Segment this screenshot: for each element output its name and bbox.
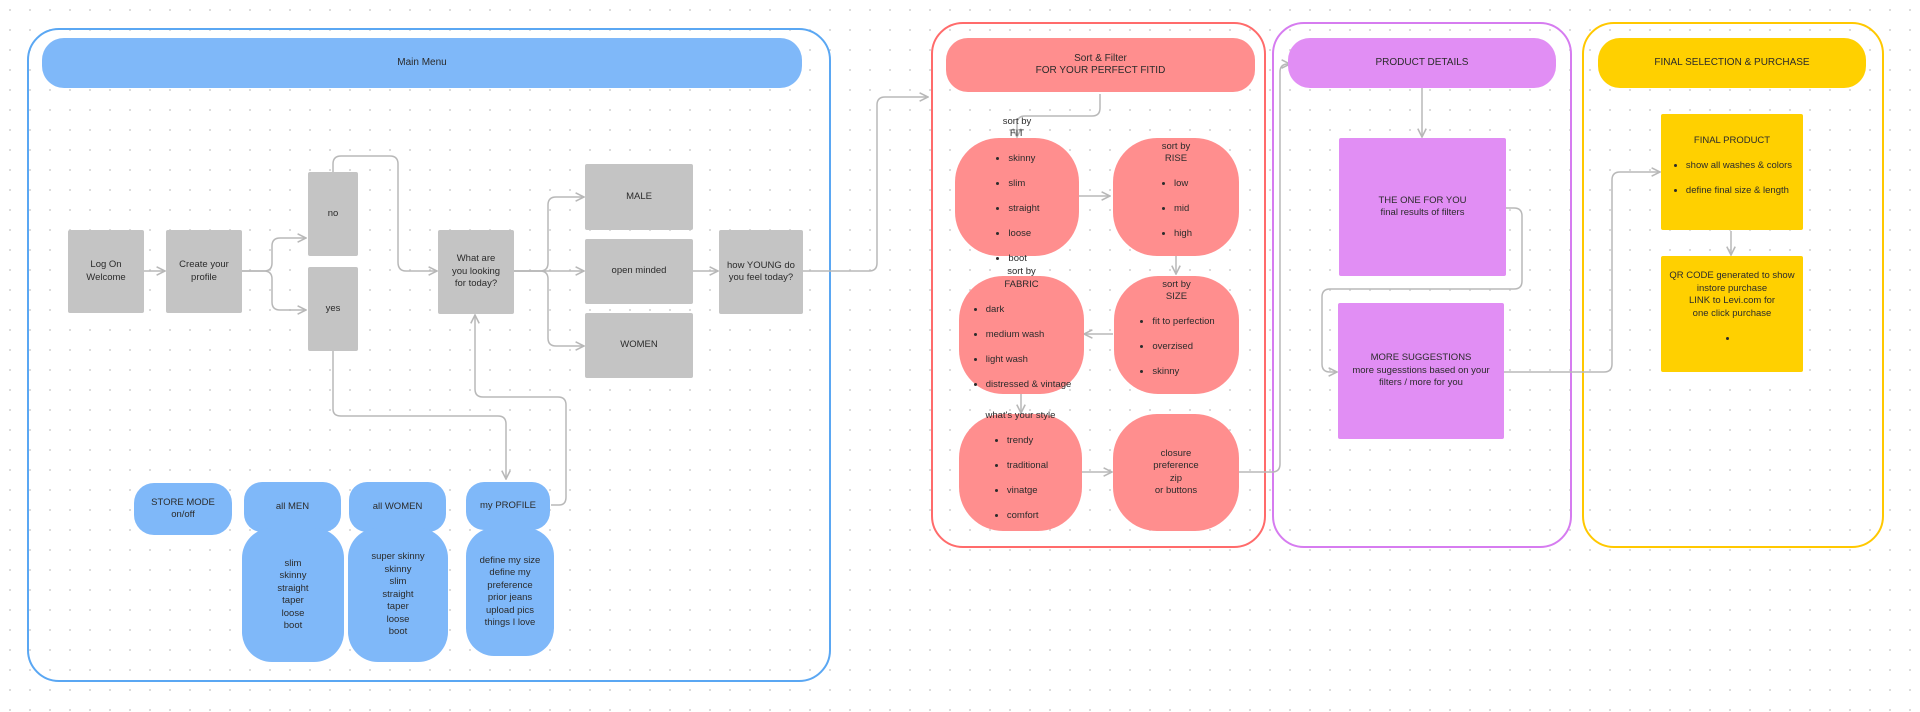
list-item: straight — [1008, 203, 1039, 216]
list-item: define my — [489, 567, 531, 578]
final-product-node[interactable]: FINAL PRODUCT show all washes & colors d… — [1661, 114, 1803, 230]
how-young-node[interactable]: how YOUNG do you feel today? — [719, 230, 803, 314]
product-details-header: PRODUCT DETAILS — [1288, 38, 1556, 88]
list-item: comfort — [1007, 510, 1048, 523]
list-item: taper — [282, 595, 304, 606]
main-menu-frame — [27, 28, 831, 682]
qr-line: LINK to Levi.com for — [1688, 295, 1776, 307]
list-item: loose — [281, 607, 305, 619]
list-item: dark — [986, 304, 1072, 317]
more-suggestions-node[interactable]: MORE SUGGESTIONS more sugesstions based … — [1338, 303, 1504, 439]
closure-node[interactable]: closure preference zip or buttons — [1113, 414, 1239, 531]
sort-by-rise-title: sort by RISE — [1161, 140, 1191, 165]
list-item: high — [1174, 228, 1192, 241]
store-mode-node[interactable]: STORE MODE on/off — [134, 483, 232, 535]
open-minded-node[interactable]: open minded — [585, 239, 693, 304]
list-item: traditional — [1007, 460, 1048, 473]
final-product-title: FINAL PRODUCT — [1693, 134, 1771, 146]
create-profile-node[interactable]: Create your profile — [166, 230, 242, 313]
all-men-list: slim skinny straight taper loose boot — [242, 528, 344, 662]
my-profile-header[interactable]: my PROFILE — [466, 482, 550, 530]
women-node[interactable]: WOMEN — [585, 313, 693, 378]
list-item: overzised — [1152, 341, 1214, 354]
log-on-welcome-node[interactable]: Log On Welcome — [68, 230, 144, 313]
list-item: prior jeans — [487, 592, 533, 603]
style-node[interactable]: what's your style trendy traditional vin… — [959, 410, 1082, 531]
sort-by-size-node[interactable]: sort by SIZE fit to perfection overzised… — [1114, 276, 1239, 394]
list-item: slim — [284, 557, 302, 569]
sort-by-rise-node[interactable]: sort by RISE low mid high — [1113, 138, 1239, 256]
list-item: skinny — [1152, 366, 1214, 379]
list-item: trendy — [1007, 435, 1048, 448]
list-item: boot — [388, 626, 408, 638]
list-item: boot — [283, 620, 303, 631]
list-item: preference — [487, 579, 533, 591]
list-item: define final size & length — [1686, 185, 1792, 198]
list-item: things I love — [484, 617, 536, 628]
list-item: low — [1174, 178, 1192, 191]
list-item: fit to perfection — [1152, 316, 1214, 329]
sort-by-fabric-title: sort by FABRIC — [1004, 266, 1039, 290]
final-selection-header: FINAL SELECTION & PURCHASE — [1598, 38, 1866, 88]
yes-node[interactable]: yes — [308, 267, 358, 351]
list-item: mid — [1174, 203, 1192, 216]
my-profile-list: define my size define my preference prio… — [466, 528, 554, 656]
looking-for-node[interactable]: What are you looking for today? — [438, 230, 514, 314]
style-title: what's your style — [985, 410, 1056, 421]
list-item: light wash — [986, 354, 1072, 367]
list-item: super skinny — [371, 551, 425, 563]
list-item: taper — [387, 601, 409, 613]
list-item: distressed & vintage — [986, 379, 1072, 392]
list-item: straight — [277, 582, 309, 594]
all-men-header[interactable]: all MEN — [244, 482, 341, 532]
qr-line: QR CODE generated to show — [1669, 270, 1795, 282]
sort-by-size-title: sort by SIZE — [1162, 278, 1191, 303]
no-node[interactable]: no — [308, 172, 358, 256]
sort-by-fabric-node[interactable]: sort by FABRIC dark medium wash light wa… — [959, 266, 1084, 394]
qr-code-node[interactable]: QR CODE generated to show instore purcha… — [1661, 256, 1803, 372]
all-women-list: super skinny skinny slim straight taper … — [348, 528, 448, 662]
qr-line: instore purchase — [1696, 282, 1768, 294]
list-item: boot — [1008, 253, 1039, 266]
all-women-header[interactable]: all WOMEN — [349, 482, 446, 532]
list-item: vinatge — [1007, 485, 1048, 498]
the-one-for-you-node[interactable]: THE ONE FOR YOU final results of filters — [1339, 138, 1506, 276]
list-item: slim — [1008, 178, 1039, 191]
list-item: skinny — [384, 563, 412, 575]
list-item: skinny — [1008, 153, 1039, 166]
sort-filter-header: Sort & Filter FOR YOUR PERFECT FITID — [946, 38, 1255, 92]
list-item: skinny — [279, 570, 307, 581]
list-item: medium wash — [986, 329, 1072, 342]
list-item: show all washes & colors — [1686, 160, 1792, 173]
list-item: loose — [1008, 228, 1039, 241]
list-item: loose — [386, 613, 410, 625]
qr-line: one click purchase — [1692, 307, 1772, 319]
main-menu-header: Main Menu — [42, 38, 802, 88]
list-item: slim — [389, 576, 407, 588]
sort-by-fit-node[interactable]: sort by FIT skinny slim straight loose b… — [955, 116, 1079, 264]
male-node[interactable]: MALE — [585, 164, 693, 230]
list-item: straight — [382, 588, 414, 600]
sort-by-fit-title: sort by FIT — [1002, 115, 1032, 140]
product-details-frame — [1272, 22, 1572, 548]
list-item: define my size — [479, 554, 541, 566]
list-item: upload pics — [485, 604, 535, 616]
